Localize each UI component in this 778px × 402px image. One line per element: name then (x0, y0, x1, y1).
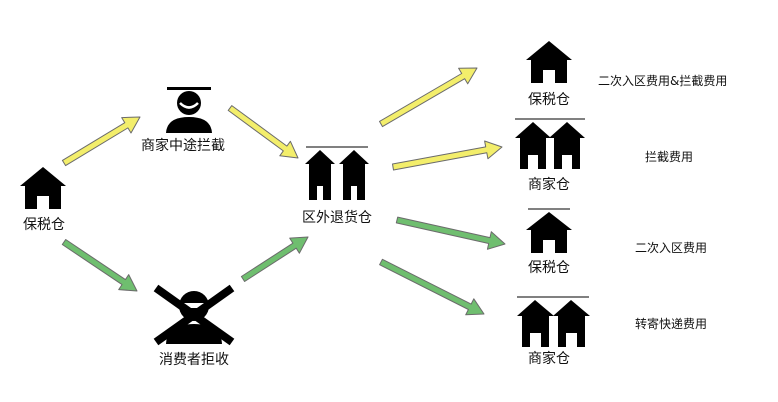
arrow-origin-to-reject (61, 239, 138, 292)
arrow-intercept-to-return (227, 105, 299, 159)
double-house-icon (305, 146, 369, 200)
destination-1-cost: 二次入区费用&拦截费用 (598, 74, 728, 88)
destination-3-cost: 二次入区费用 (635, 241, 708, 255)
origin-warehouse-label: 保税仓 (23, 217, 65, 233)
arrow-return-to-destination-3 (395, 216, 506, 250)
destination-2-label: 商家仓 (528, 177, 570, 193)
double-house-icon (517, 296, 590, 347)
arrow-return-to-destination-4 (379, 258, 485, 316)
person-crossed-icon (153, 284, 235, 346)
merchant-intercept-label: 商家中途拦截 (141, 138, 225, 154)
arrow-return-to-destination-1 (379, 67, 478, 128)
house-icon (526, 208, 572, 253)
person-icon (166, 87, 212, 133)
house-icon (526, 41, 572, 83)
arrows-group (61, 67, 506, 316)
destination-3-label: 保税仓 (528, 260, 570, 276)
return-warehouse-label: 区外退货仓 (302, 210, 372, 226)
destination-1-label: 保税仓 (528, 92, 570, 108)
arrow-reject-to-return (240, 236, 309, 282)
destination-4-label: 商家仓 (528, 351, 570, 367)
double-house-icon (515, 118, 585, 169)
consumer-reject-label: 消费者拒收 (159, 352, 229, 368)
arrow-return-to-destination-2 (392, 140, 503, 171)
arrow-origin-to-intercept (61, 116, 141, 167)
house-icon (20, 167, 66, 209)
destination-2-cost: 拦截费用 (645, 150, 694, 164)
destination-4-cost: 转寄快递费用 (635, 317, 708, 331)
